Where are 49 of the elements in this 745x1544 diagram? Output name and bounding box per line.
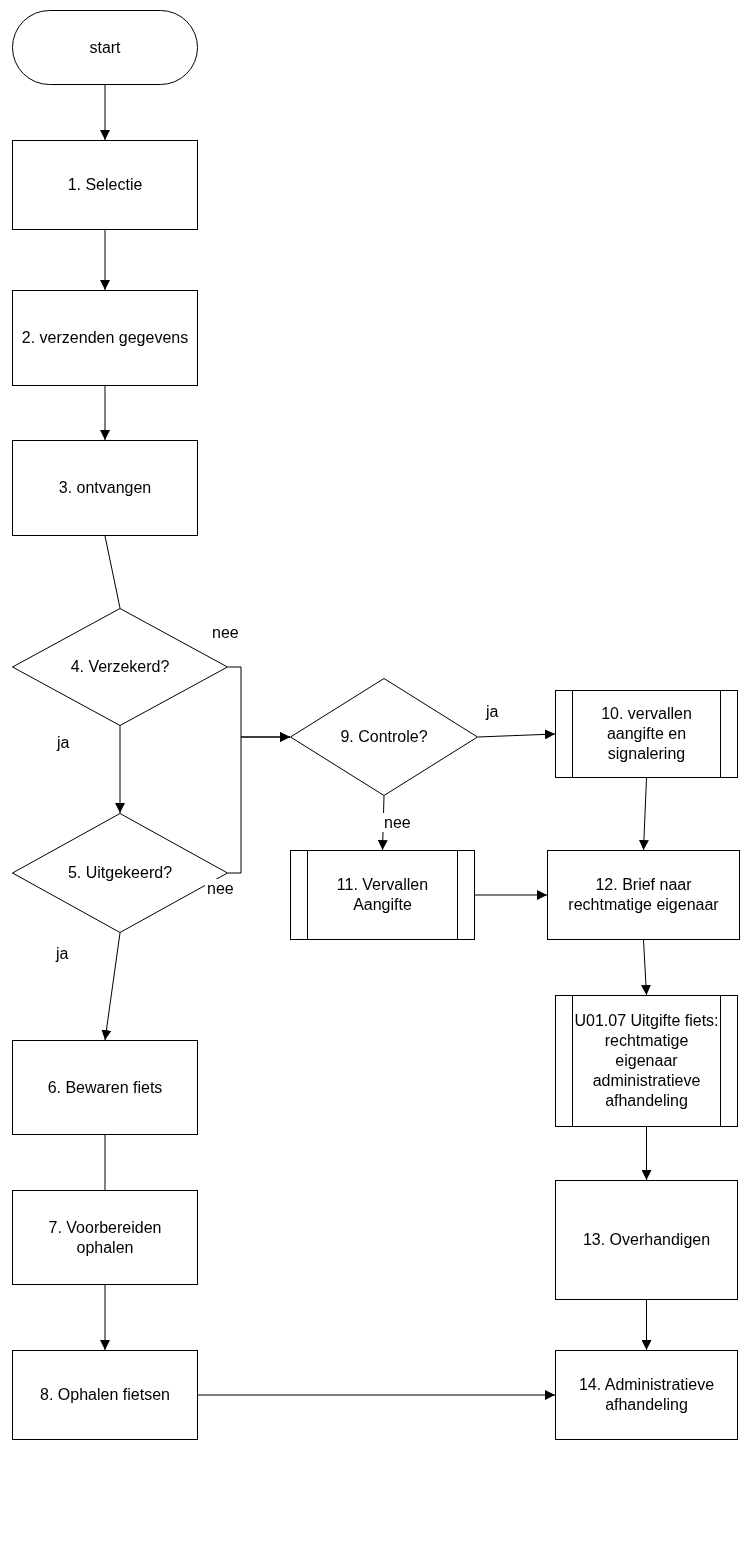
edge-label: ja [54,944,71,964]
arrow [100,84,110,141]
arrow [227,732,291,874]
process-box [12,1190,198,1285]
arrow [638,777,649,851]
process-box [555,1350,738,1440]
arrow [100,229,110,291]
node-label: 2. verzenden gegevens [21,328,189,348]
node-label: 13. Overhandigen [582,1230,711,1250]
node-label: 8. Ophalen fietsen [40,1385,170,1405]
node-label: 12. Brief naar rechtmatige eigenaar [567,875,720,915]
node-label: start [89,37,121,58]
arrow [100,385,110,441]
node-label: U01.07 Uitgifte fiets: rechtmatige eigenaar administratieve afhandeling [574,1011,719,1111]
node-label: 6. Bewaren fiets [47,1077,163,1098]
node-label: 1. Selectie [67,175,143,195]
node-label: 4. Verzekerd? [70,657,170,677]
process-box [12,140,198,230]
process-box [12,440,198,536]
node-label: 14. Administratieve afhandeling [577,1375,716,1415]
node-label: 7. Voorbereiden ophalen [47,1217,163,1258]
process-box [12,290,198,386]
edge-label: nee [382,813,413,833]
node-label: 9. Controle? [340,727,428,747]
arrow [100,1284,110,1351]
connector-line [104,1134,106,1191]
arrow [641,1299,652,1351]
connector-line [104,535,121,609]
process-box [12,1040,198,1135]
subprocess-box [290,850,475,940]
arrow [101,932,121,1041]
process-box [555,1180,738,1300]
decision-diamond [290,678,478,796]
arrow [640,939,651,996]
arrow [197,1390,556,1400]
node-label: 10. vervallen aangifte en signalering [600,704,693,764]
arrow [115,725,125,814]
process-box [12,1350,198,1440]
subprocess-box [555,995,738,1127]
subprocess-box [555,690,738,778]
edge-label: ja [55,733,72,753]
arrow [641,1126,652,1181]
edge-label: ja [484,702,501,722]
arrow [477,729,556,740]
node-label: 11. Vervallen Aangifte [335,875,430,915]
process-box [547,850,740,940]
node-label: 5. Uitgekeerd? [67,863,173,883]
arrow [474,890,548,900]
node-label: 3. ontvangen [58,478,152,498]
